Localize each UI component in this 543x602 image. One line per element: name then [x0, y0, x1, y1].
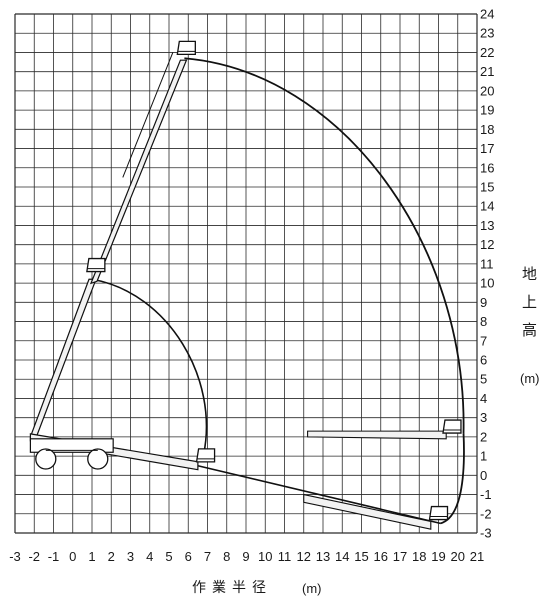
y-axis-unit: (m) [520, 371, 540, 386]
x-tick-label: 14 [335, 549, 349, 564]
x-axis-label: 作業半径 (m) [192, 580, 322, 596]
inner-envelope-arc [91, 278, 208, 455]
platform-folded [195, 448, 216, 463]
x-tick-label: 10 [258, 549, 272, 564]
y-tick-label: 10 [480, 276, 494, 291]
x-tick-label: 1 [88, 549, 95, 564]
x-tick-label: 8 [223, 549, 230, 564]
x-tick-label: -2 [28, 549, 40, 564]
wheel-rear [35, 448, 57, 470]
x-tick-label: 15 [354, 549, 368, 564]
x-tick-label: 19 [431, 549, 445, 564]
bottom-envelope-line [197, 464, 441, 525]
y-tick-label: 0 [480, 468, 487, 483]
y-tick-label: 21 [480, 64, 494, 79]
x-axis-unit: (m) [302, 581, 322, 596]
x-tick-label: 9 [242, 549, 249, 564]
y-axis-label-char-1: 地 [522, 265, 537, 283]
x-tick-label: 7 [204, 549, 211, 564]
y-tick-label: 8 [480, 314, 487, 329]
y-tick-label: 4 [480, 391, 487, 406]
y-tick-label: 11 [480, 256, 494, 271]
y-tick-label: 7 [480, 333, 487, 348]
reach-boom-high [307, 430, 447, 440]
x-tick-label: 6 [185, 549, 192, 564]
y-tick-label: -1 [480, 487, 492, 502]
outer-envelope-arc [184, 57, 465, 434]
x-tick-label: 18 [412, 549, 426, 564]
x-tick-label: 4 [146, 549, 153, 564]
x-tick-label: 11 [278, 549, 292, 564]
y-tick-label: 17 [480, 141, 494, 156]
y-axis-label: 地 上 高 (m) [520, 265, 540, 386]
y-axis-ticks: 2423222120191817161514131211109876543210… [480, 7, 494, 541]
y-tick-label: 1 [480, 449, 487, 464]
grid [14, 13, 478, 534]
x-tick-label: 20 [451, 549, 465, 564]
y-tick-label: 19 [480, 103, 494, 118]
y-tick-label: 23 [480, 26, 494, 41]
y-tick-label: 15 [480, 180, 494, 195]
x-tick-label: 0 [69, 549, 76, 564]
y-tick-label: 24 [480, 7, 494, 22]
y-tick-label: 5 [480, 372, 487, 387]
x-axis-label-text: 作業半径 [192, 580, 272, 596]
x-tick-label: 12 [297, 549, 311, 564]
carrier-body [29, 438, 114, 453]
aerial-lift-machine [29, 40, 462, 530]
y-tick-label: 14 [480, 199, 494, 214]
y-tick-label: 20 [480, 83, 494, 98]
platform-top [176, 40, 196, 56]
y-tick-label: -3 [480, 526, 492, 541]
x-tick-label: 5 [165, 549, 172, 564]
x-tick-label: 16 [374, 549, 388, 564]
platform-reach-low [428, 505, 449, 521]
boom-extension-line [122, 52, 174, 178]
x-tick-label: -3 [9, 549, 21, 564]
y-tick-label: 2 [480, 429, 487, 444]
y-tick-label: 18 [480, 122, 494, 137]
platform-reach-high [442, 419, 462, 434]
y-tick-label: -2 [480, 506, 492, 521]
reach-boom-low [303, 493, 432, 530]
x-tick-label: 3 [127, 549, 134, 564]
working-envelope [91, 57, 465, 525]
y-axis-label-char-2: 上 [522, 293, 537, 311]
y-tick-label: 6 [480, 353, 487, 368]
x-tick-label: 2 [108, 549, 115, 564]
y-tick-label: 12 [480, 237, 494, 252]
y-tick-label: 3 [480, 410, 487, 425]
y-tick-label: 9 [480, 295, 487, 310]
platform-knuckle [86, 257, 106, 273]
x-tick-label: 13 [316, 549, 330, 564]
y-tick-label: 13 [480, 218, 494, 233]
x-tick-label: 21 [470, 549, 484, 564]
x-tick-label: 17 [393, 549, 407, 564]
y-axis-label-char-3: 高 [522, 321, 537, 339]
x-tick-label: -1 [48, 549, 60, 564]
y-tick-label: 22 [480, 45, 494, 60]
lower-envelope-arc [440, 433, 465, 525]
lower-boom-raised [29, 278, 97, 438]
y-tick-label: 16 [480, 160, 494, 175]
upper-boom-raised [89, 59, 188, 285]
wheel-front [87, 448, 109, 470]
